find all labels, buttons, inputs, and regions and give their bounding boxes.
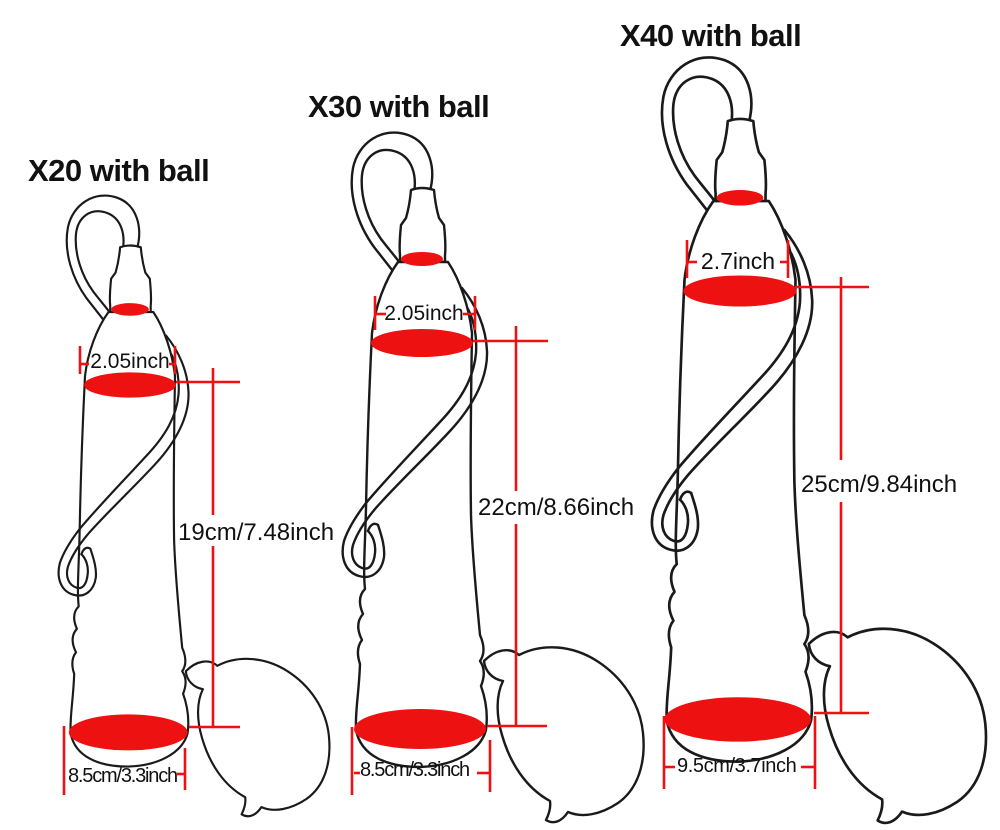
device-x20: X20 with ball 2.05i xyxy=(28,153,334,818)
pump-illustration xyxy=(650,56,988,825)
base-width-bracket xyxy=(62,726,187,795)
top-diameter-label: 2.05inch xyxy=(384,302,463,325)
dimension-lines xyxy=(350,296,548,795)
top-width-bracket xyxy=(373,296,477,330)
base-width-bracket xyxy=(662,716,817,789)
device-x30: X30 with ball xyxy=(308,89,645,824)
length-line xyxy=(795,277,869,715)
top-diameter-label: 2.05inch xyxy=(90,350,169,373)
top-width-bracket xyxy=(78,346,177,374)
device-title: X20 with ball xyxy=(28,153,209,188)
top-diameter-label: 2.7inch xyxy=(701,248,775,274)
base-width-label: 8.5cm/3.3inch xyxy=(68,765,177,787)
base-width-label: 8.5cm/3.3inch xyxy=(360,759,469,781)
length-label: 19cm/7.48inch xyxy=(178,519,334,546)
dimension-lines xyxy=(662,240,869,789)
device-title: X40 with ball xyxy=(620,18,801,53)
dimension-lines xyxy=(62,346,240,795)
pump-illustration xyxy=(341,131,645,824)
base-width-bracket xyxy=(350,727,492,795)
base-width-label: 9.5cm/3.7inch xyxy=(677,755,796,777)
device-x40: X40 with ball xyxy=(620,18,988,825)
pump-illustration xyxy=(57,194,331,818)
top-width-bracket xyxy=(685,240,790,278)
device-title: X30 with ball xyxy=(308,89,489,124)
length-label: 22cm/8.66inch xyxy=(478,494,634,521)
length-line xyxy=(176,368,240,729)
length-line xyxy=(473,326,548,728)
length-label: 25cm/9.84inch xyxy=(801,471,957,498)
